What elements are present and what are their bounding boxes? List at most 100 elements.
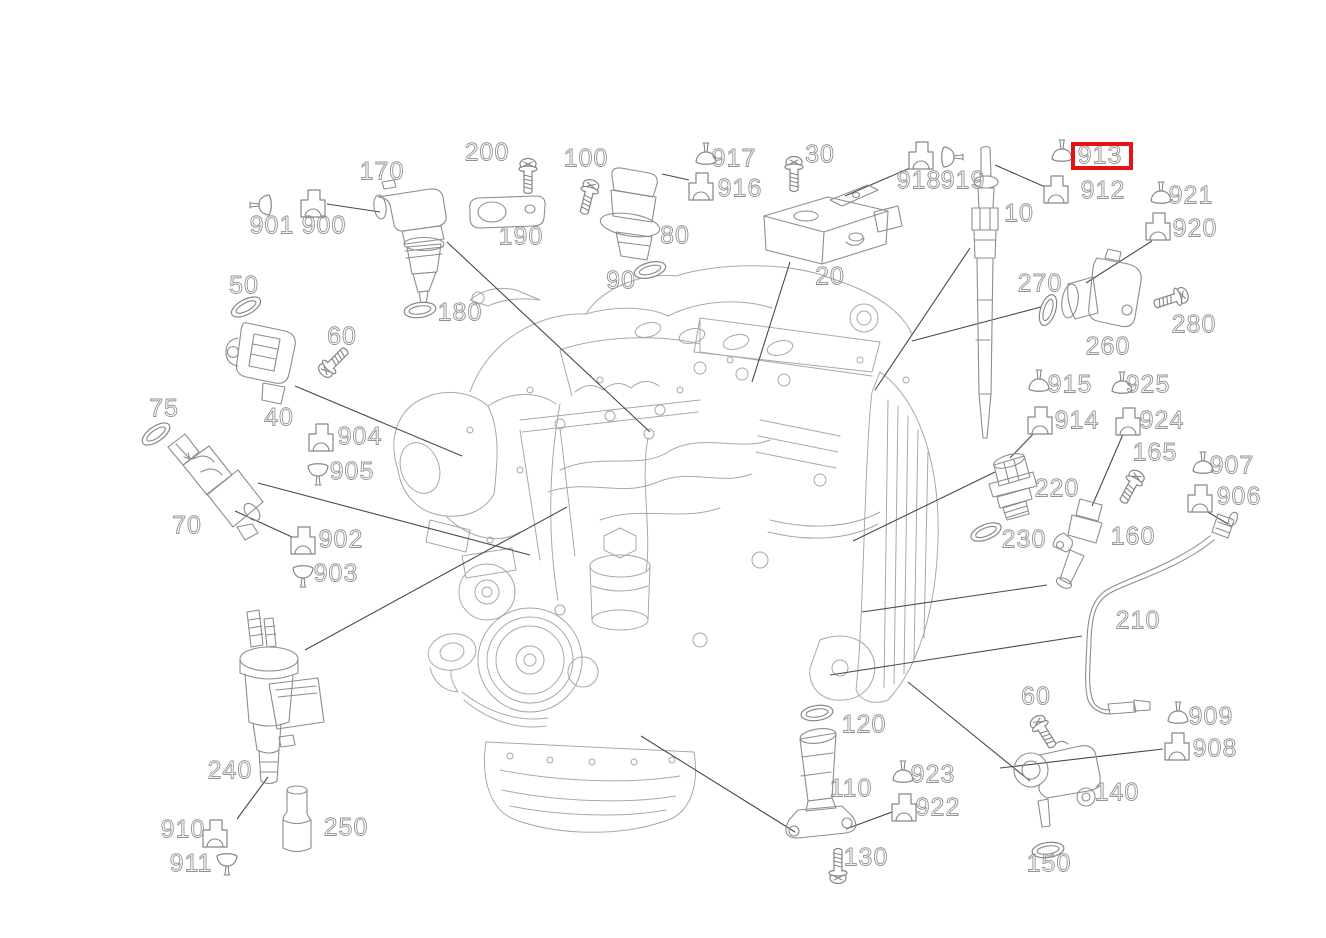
part-label-140[interactable]: 140 bbox=[1094, 778, 1140, 807]
part-label-30[interactable]: 30 bbox=[805, 140, 835, 169]
part-label-180[interactable]: 180 bbox=[437, 298, 483, 327]
280-bolt-icon bbox=[1150, 284, 1192, 314]
part-label-210[interactable]: 210 bbox=[1115, 606, 1161, 635]
part-label-200[interactable]: 200 bbox=[464, 138, 510, 167]
part-label-910[interactable]: 910 bbox=[160, 815, 206, 844]
leader-line bbox=[236, 776, 269, 820]
914-connector-icon bbox=[1027, 406, 1053, 435]
part-label-918[interactable]: 918 bbox=[896, 166, 942, 195]
part-label-922[interactable]: 922 bbox=[915, 793, 961, 822]
part-label-150[interactable]: 150 bbox=[1026, 849, 1072, 878]
part-label-160[interactable]: 160 bbox=[1110, 522, 1156, 551]
part-label-80[interactable]: 80 bbox=[660, 221, 690, 250]
leader-line bbox=[751, 261, 791, 383]
part-label-912[interactable]: 912 bbox=[1080, 176, 1126, 205]
leader-line bbox=[861, 584, 1048, 613]
part-label-165[interactable]: 165 bbox=[1132, 438, 1178, 467]
part-label-75[interactable]: 75 bbox=[149, 394, 179, 423]
918-connector-icon bbox=[908, 141, 934, 170]
part-label-923[interactable]: 923 bbox=[910, 760, 956, 789]
part-sketch-170-coolant-temp-sensor bbox=[373, 179, 447, 305]
913-cap-icon bbox=[1051, 139, 1073, 162]
part-label-60[interactable]: 60 bbox=[327, 322, 357, 351]
leader-line bbox=[234, 510, 293, 538]
915-cap-icon bbox=[1028, 369, 1050, 392]
part-label-250[interactable]: 250 bbox=[323, 813, 369, 842]
part-label-20[interactable]: 20 bbox=[815, 262, 845, 291]
leader-line bbox=[640, 735, 796, 833]
leader-line bbox=[874, 247, 971, 391]
leader-line bbox=[907, 681, 1031, 782]
part-label-110[interactable]: 110 bbox=[829, 774, 873, 803]
leader-line bbox=[1091, 431, 1125, 507]
part-label-280[interactable]: 280 bbox=[1171, 310, 1217, 339]
180-oring-icon bbox=[402, 299, 438, 321]
part-label-120[interactable]: 120 bbox=[841, 710, 887, 739]
part-label-909[interactable]: 909 bbox=[1188, 702, 1234, 731]
part-label-914[interactable]: 914 bbox=[1054, 406, 1100, 435]
924-connector-icon bbox=[1115, 407, 1141, 436]
part-label-10[interactable]: 10 bbox=[1004, 199, 1034, 228]
part-label-902[interactable]: 902 bbox=[318, 525, 364, 554]
912-connector-icon bbox=[1043, 175, 1069, 204]
part-label-911[interactable]: 911 bbox=[169, 849, 213, 878]
part-sketches bbox=[167, 145, 1239, 853]
leader-line bbox=[911, 302, 1057, 342]
part-label-921[interactable]: 921 bbox=[1168, 181, 1214, 210]
part-label-70[interactable]: 70 bbox=[172, 511, 202, 540]
part-label-913-highlighted[interactable]: 913 bbox=[1077, 141, 1123, 170]
part-label-925[interactable]: 925 bbox=[1125, 370, 1171, 399]
part-label-916[interactable]: 916 bbox=[717, 174, 763, 203]
part-label-100[interactable]: 100 bbox=[563, 144, 609, 173]
leader-line bbox=[326, 203, 381, 213]
part-label-903[interactable]: 903 bbox=[313, 559, 359, 588]
part-label-924[interactable]: 924 bbox=[1139, 406, 1185, 435]
part-label-260[interactable]: 260 bbox=[1085, 332, 1131, 361]
906-connector-icon bbox=[1187, 484, 1213, 513]
part-label-60[interactable]: 60 bbox=[1021, 682, 1051, 711]
part-label-190[interactable]: 190 bbox=[498, 222, 544, 251]
part-label-901[interactable]: 901 bbox=[249, 211, 295, 240]
part-label-907[interactable]: 907 bbox=[1209, 451, 1255, 480]
leader-line bbox=[999, 748, 1164, 769]
part-label-50[interactable]: 50 bbox=[229, 271, 259, 300]
part-label-908[interactable]: 908 bbox=[1192, 734, 1238, 763]
120-oring-icon bbox=[799, 702, 835, 724]
part-label-915[interactable]: 915 bbox=[1047, 370, 1093, 399]
part-label-919[interactable]: 919 bbox=[940, 166, 986, 195]
part-label-906[interactable]: 906 bbox=[1216, 482, 1262, 511]
part-sketch-20-control-module bbox=[763, 184, 903, 265]
part-label-230[interactable]: 230 bbox=[1001, 525, 1047, 554]
230-oring-icon bbox=[967, 518, 1005, 546]
part-label-40[interactable]: 40 bbox=[264, 403, 294, 432]
leader-line bbox=[661, 173, 690, 181]
part-label-917[interactable]: 917 bbox=[711, 144, 757, 173]
part-label-90[interactable]: 90 bbox=[606, 266, 636, 295]
part-sketch-210-exhaust-temp-sensor bbox=[1085, 511, 1239, 715]
902-connector-icon bbox=[290, 526, 316, 555]
part-label-270[interactable]: 270 bbox=[1017, 269, 1063, 298]
916-connector-icon bbox=[688, 172, 714, 201]
part-label-130[interactable]: 130 bbox=[843, 843, 889, 872]
part-sketch-40-pressure-sensor bbox=[225, 322, 296, 405]
100-bolt-icon bbox=[574, 177, 602, 217]
leader-line bbox=[845, 811, 893, 830]
910-connector-icon bbox=[202, 819, 228, 848]
part-label-900[interactable]: 900 bbox=[301, 211, 347, 240]
60-bolt-icon bbox=[1026, 711, 1062, 753]
leader-line bbox=[257, 482, 531, 556]
part-label-904[interactable]: 904 bbox=[337, 422, 383, 451]
part-label-920[interactable]: 920 bbox=[1172, 214, 1218, 243]
part-sketch-110-oil-level-sensor bbox=[785, 728, 857, 839]
200-bolt-icon bbox=[518, 157, 538, 195]
part-label-240[interactable]: 240 bbox=[207, 756, 253, 785]
leader-line bbox=[829, 635, 1083, 676]
part-label-905[interactable]: 905 bbox=[329, 457, 375, 486]
part-sketch-80-camshaft-sensor bbox=[599, 167, 661, 261]
part-sketch-70-temp-sensor bbox=[167, 433, 264, 541]
905-cap-icon bbox=[307, 463, 329, 486]
30-bolt-icon bbox=[784, 155, 804, 193]
part-label-170[interactable]: 170 bbox=[359, 157, 405, 186]
part-label-220[interactable]: 220 bbox=[1034, 474, 1080, 503]
165-bolt-icon bbox=[1114, 466, 1148, 508]
